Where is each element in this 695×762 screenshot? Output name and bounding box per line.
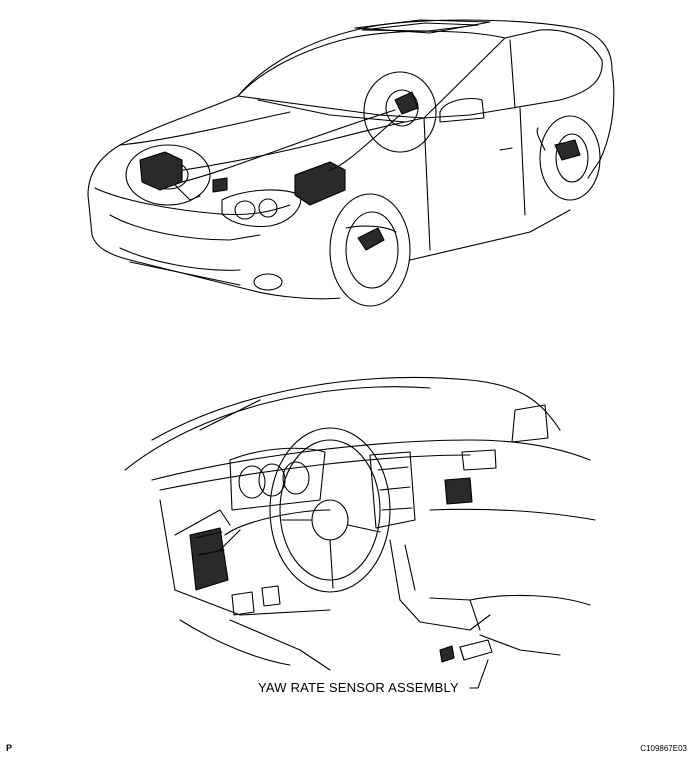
- interior-dashboard-illustration: [124, 376, 596, 689]
- figure-code: C109867E03: [640, 744, 687, 753]
- yaw-rate-sensor-label: YAW RATE SENSOR ASSEMBLY: [258, 680, 459, 695]
- page-code-left: P: [6, 743, 13, 753]
- exterior-car-illustration: [87, 19, 615, 307]
